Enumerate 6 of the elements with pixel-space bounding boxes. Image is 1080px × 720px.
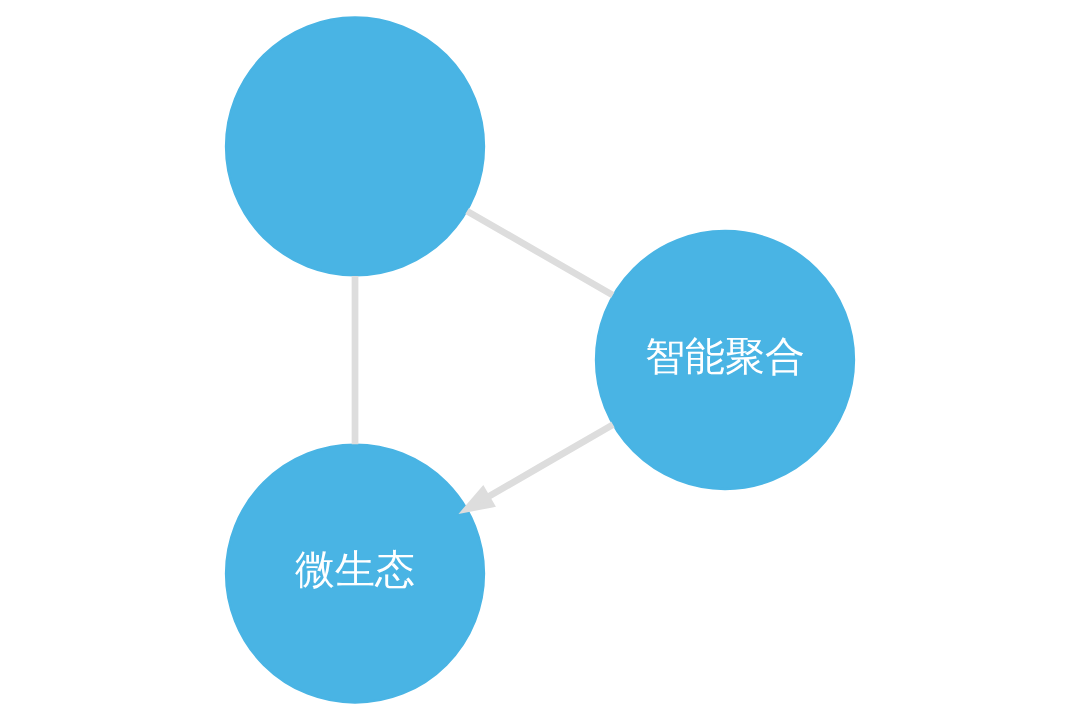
node-circle: 智能聚合 (594, 229, 856, 491)
node-circle: 微生态 (224, 443, 486, 704)
connector (465, 208, 615, 299)
connector (351, 276, 359, 445)
node-circle (224, 16, 486, 277)
arrow (458, 421, 615, 514)
